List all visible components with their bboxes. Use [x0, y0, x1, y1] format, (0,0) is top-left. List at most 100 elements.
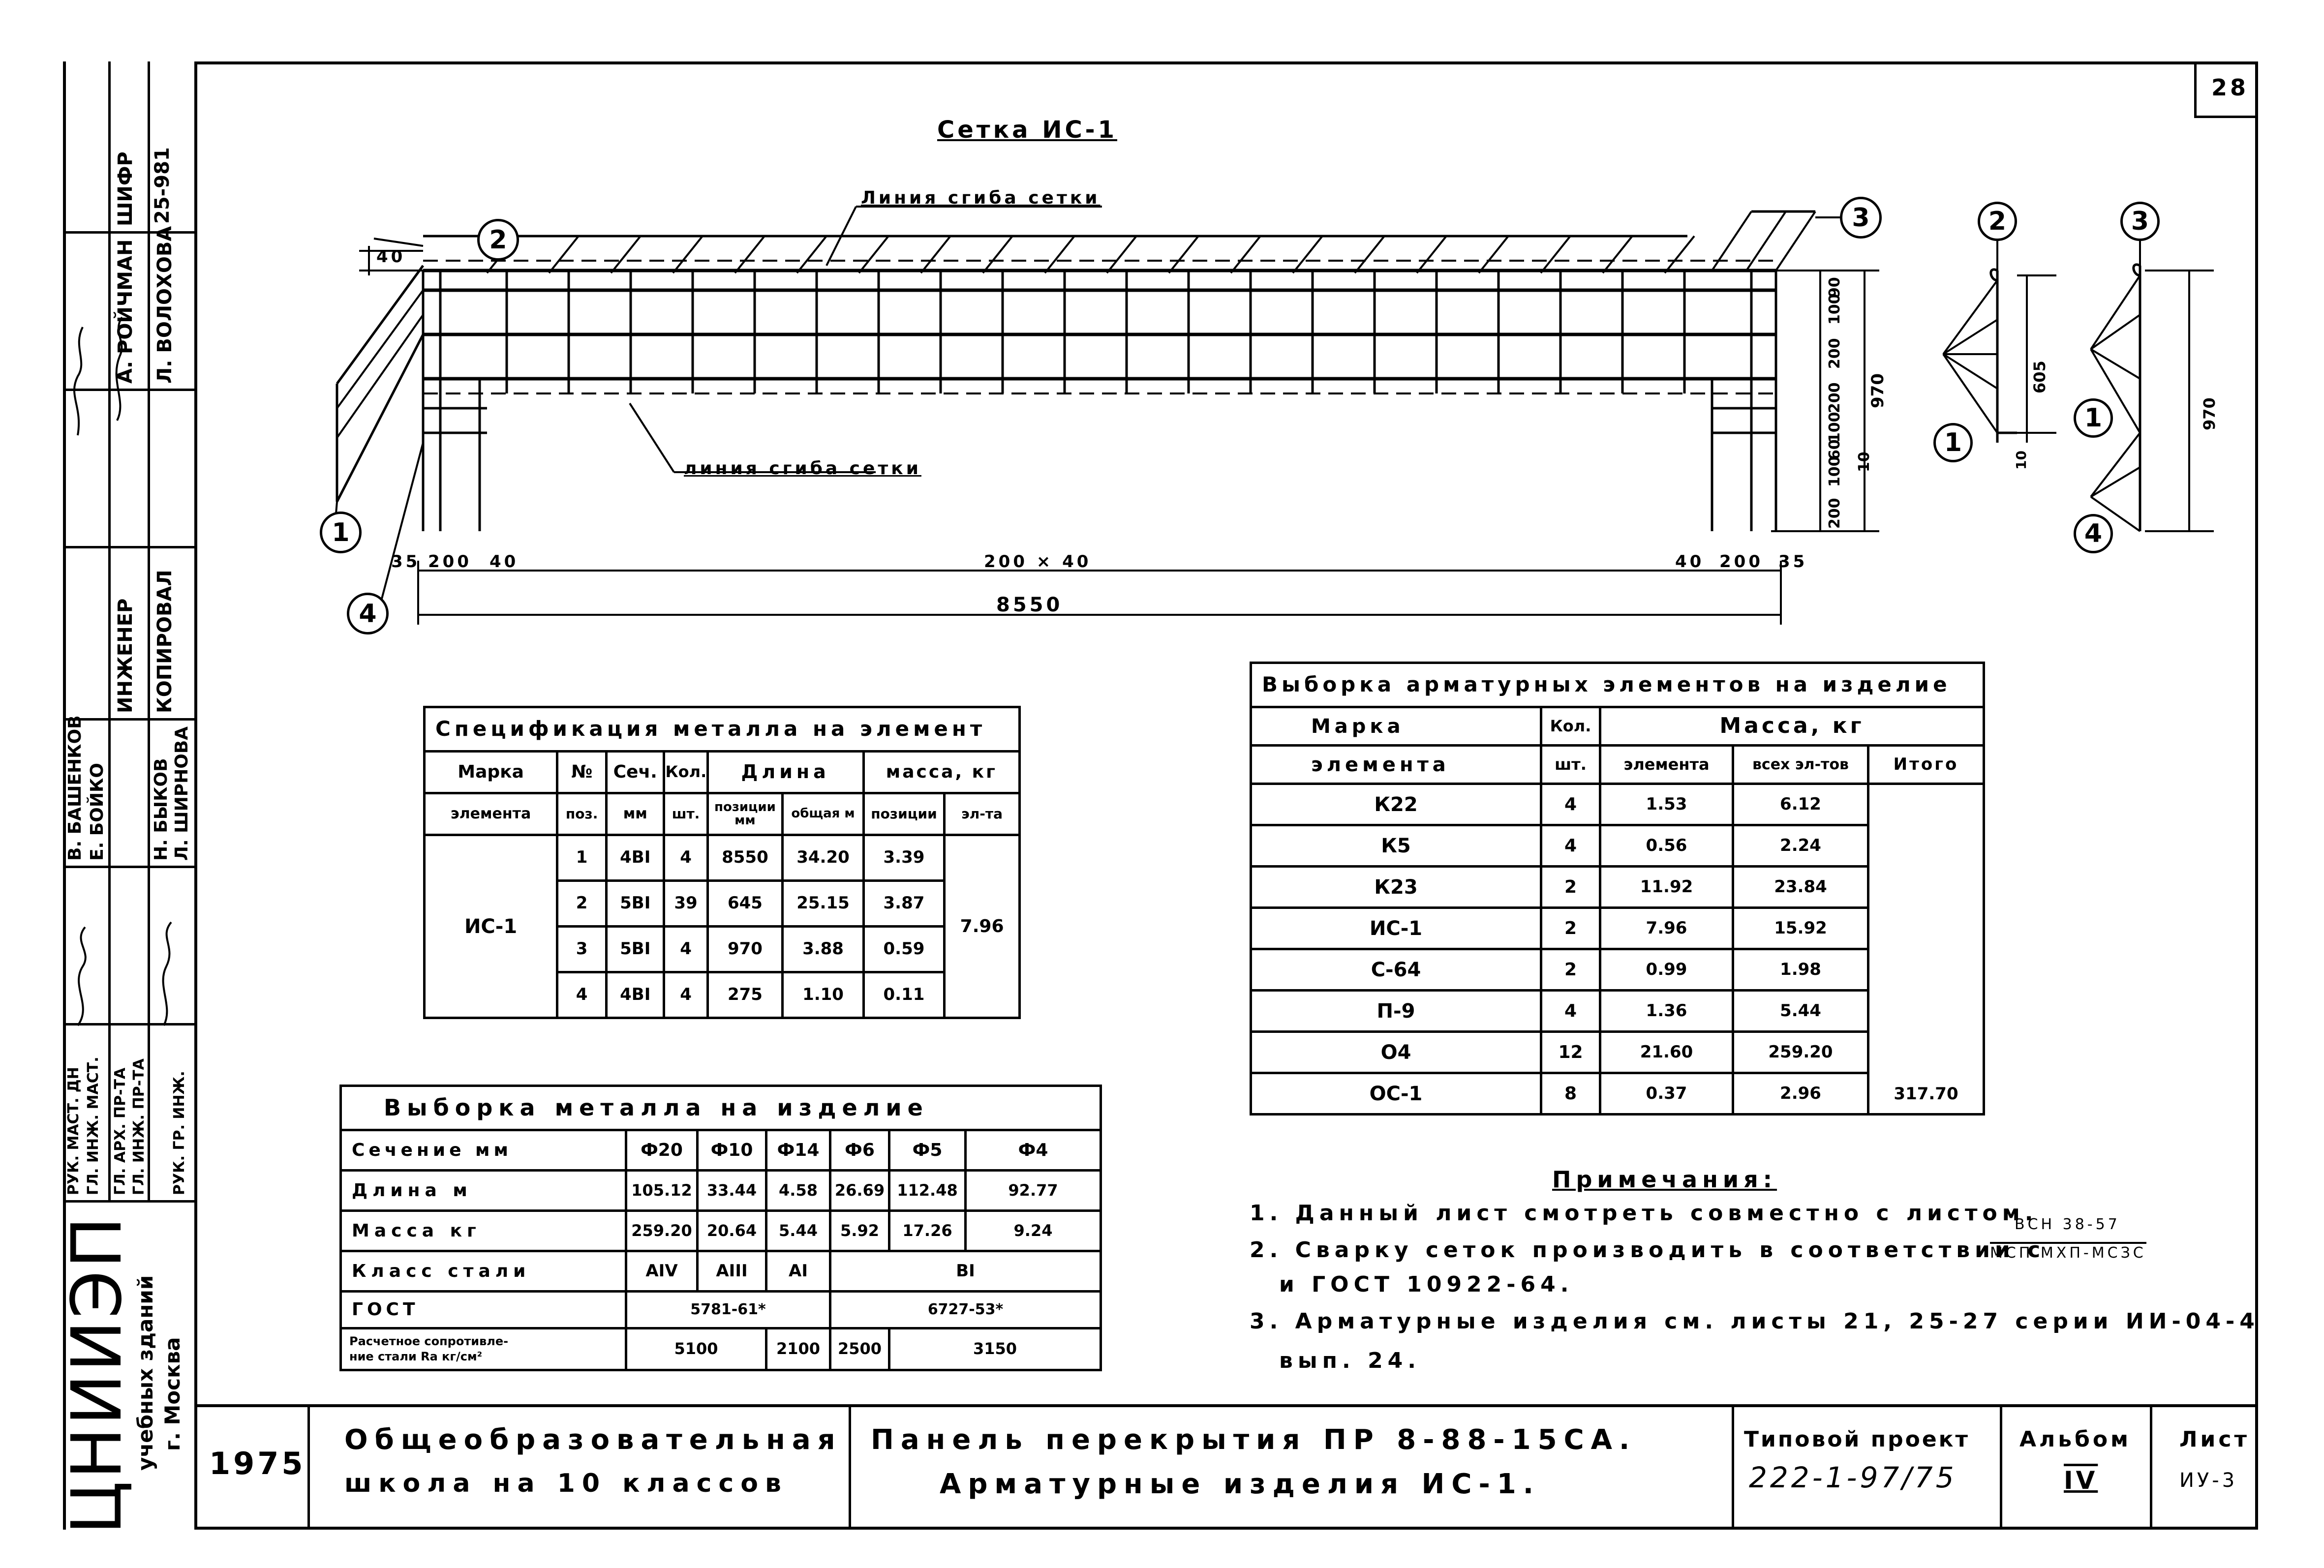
marker-2: 2: [477, 219, 519, 261]
elements-h-qty2: шт.: [1540, 744, 1601, 785]
metal-mass-5: 17.26: [888, 1209, 967, 1252]
drawing-title: Сетка ИС-1: [937, 116, 1117, 144]
mesh-drawing: [334, 206, 1879, 625]
spec-h-length: Длина: [706, 750, 865, 794]
elements-table: Выборка арматурных элементов на изделие …: [1249, 662, 1986, 1116]
dim-40-left-b: 40: [489, 552, 519, 572]
elements-h-total: Итого: [1866, 744, 1986, 785]
spec-r1-len-pos: 8550: [706, 834, 784, 882]
bend-line-label-bottom: линия сгиба сетки: [684, 458, 921, 479]
section-dim-10: 10: [2013, 451, 2029, 470]
dim-40-right: 40: [1675, 552, 1705, 572]
spec-r4-mass: 0.11: [862, 971, 946, 1019]
org-sub-2: г. Москва: [160, 1337, 184, 1451]
org-sub-1: учебных зданий: [133, 1275, 157, 1471]
note-2-ref: МСП МХП-МСЗС: [1990, 1242, 2146, 1261]
spec-table: Спецификация металла на элемент Марка № …: [423, 706, 1021, 1019]
section-dim-970: 970: [2200, 397, 2219, 430]
dim-r-200c: 200: [1826, 498, 1843, 529]
section-marker-3: 3: [2120, 202, 2160, 241]
elements-r5-el: 0.99: [1599, 948, 1734, 992]
metal-len-4: 26.69: [829, 1169, 890, 1212]
metal-class-label: Класс стали: [339, 1250, 627, 1293]
hatch-line: [796, 235, 827, 274]
dim-r-100c: 100: [1826, 456, 1843, 487]
metal-resist-label-2: ние стали Ra кг/см²: [349, 1350, 483, 1363]
spec-h-mass-el: эл-та: [943, 792, 1021, 836]
elements-r1-el: 1.53: [1599, 783, 1734, 826]
dim-40-left: 40: [376, 247, 406, 267]
spec-mass-element: 7.96: [943, 834, 1021, 1019]
spec-r3-len-total: 3.88: [781, 925, 865, 973]
hatch-line: [734, 235, 765, 274]
album-number: IV: [2064, 1466, 2098, 1495]
elements-r8-qty: 8: [1540, 1072, 1601, 1116]
dim-200-left: 200: [428, 552, 472, 572]
elements-h-mass: Масса, кг: [1598, 706, 1986, 747]
hatch-line: [1416, 235, 1447, 274]
elements-r4-qty: 2: [1540, 906, 1601, 950]
metal-mass-1: 259.20: [625, 1209, 699, 1252]
hatch-line: [1354, 235, 1385, 274]
elements-r4-el: 7.96: [1599, 906, 1734, 950]
elements-r1-all: 6.12: [1732, 783, 1869, 826]
hatch-line: [858, 235, 889, 274]
dim-r-200a: 200: [1826, 338, 1843, 369]
elements-r7-mark: О4: [1250, 1030, 1542, 1074]
section-marker-2: 2: [1978, 202, 2017, 241]
spec-r2-sec: 5BI: [605, 879, 666, 928]
elements-r8-all: 2.96: [1732, 1072, 1869, 1116]
section-marker-1b: 1: [2074, 398, 2113, 438]
elements-r5-qty: 2: [1540, 948, 1601, 992]
spec-r3-len-pos: 970: [706, 925, 784, 973]
elements-r3-mark: К23: [1250, 865, 1542, 909]
hatch-line: [1602, 235, 1633, 274]
hatch-line: [1540, 235, 1571, 274]
metal-section-label: Сечение мм: [339, 1129, 627, 1172]
spec-h-pos: №: [556, 750, 608, 794]
metal-d-2: Ф10: [696, 1129, 767, 1172]
metal-title: Выборка металла на изделие: [339, 1085, 1102, 1131]
sheet-number: 28: [2211, 74, 2249, 101]
spec-r1-mass: 3.39: [862, 834, 946, 882]
elements-r2-mark: К5: [1250, 824, 1542, 868]
metal-class-2: AIII: [696, 1250, 767, 1293]
spec-r2-mass: 3.87: [862, 879, 946, 928]
metal-resist-label: Расчетное сопротивле- ние стали Ra кг/см…: [339, 1327, 627, 1371]
metal-gost-label: ГОСТ: [339, 1290, 627, 1329]
elements-r7-qty: 12: [1540, 1030, 1601, 1074]
elements-r7-el: 21.60: [1599, 1030, 1734, 1074]
elements-total: 317.70: [1866, 783, 1986, 1116]
elements-r6-all: 5.44: [1732, 989, 1869, 1033]
spec-r1-pos: 1: [556, 834, 608, 882]
object-line-2: школа на 10 классов: [344, 1469, 788, 1498]
elements-r4-mark: ИС-1: [1250, 906, 1542, 950]
elements-h-all: всех эл-тов: [1732, 744, 1869, 785]
spec-element: ИС-1: [423, 834, 559, 1019]
spec-h-qty: Кол.: [663, 750, 709, 794]
hatch-line: [1106, 235, 1137, 274]
marker-4: 4: [347, 593, 389, 634]
hatch-line: [1168, 235, 1199, 274]
elements-r2-qty: 4: [1540, 824, 1601, 868]
dim-r-200b: 200: [1826, 382, 1843, 413]
elements-r6-qty: 4: [1540, 989, 1601, 1033]
sheet-label: Лист: [2179, 1427, 2250, 1452]
hatch-line: [982, 235, 1013, 274]
project-number: 222-1-97/75: [1749, 1461, 1957, 1494]
dim-200-right: 200: [1719, 552, 1763, 572]
metal-resist-1: 5100: [625, 1327, 767, 1371]
elements-r7-all: 259.20: [1732, 1030, 1869, 1074]
spec-h-mark: Марка: [423, 750, 559, 794]
spec-h-pos2: поз.: [556, 792, 608, 836]
dim-35-right: 35: [1778, 552, 1808, 572]
metal-mass-2: 20.64: [696, 1209, 767, 1252]
spec-h-sec2: мм: [605, 792, 666, 836]
section-marker-4: 4: [2074, 514, 2113, 553]
dim-total-length: 8550: [996, 594, 1063, 616]
elements-r8-el: 0.37: [1599, 1072, 1734, 1116]
notes-title: Примечания:: [1552, 1166, 1777, 1193]
elements-r5-all: 1.98: [1732, 948, 1869, 992]
elements-r1-qty: 4: [1540, 783, 1601, 826]
hatch-line: [610, 235, 642, 274]
